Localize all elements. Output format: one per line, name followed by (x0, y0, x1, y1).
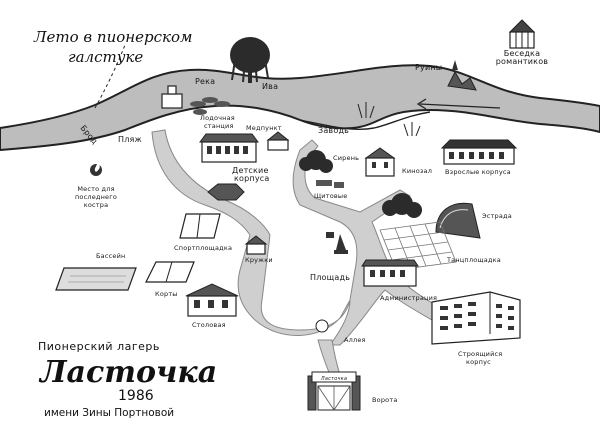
label-koster-1: Место для (77, 185, 114, 193)
label-detskie-2: корпуса (234, 174, 269, 183)
river-current-arrow (419, 103, 501, 109)
title-line-1: Лето в пионерском (33, 28, 192, 46)
label-basseyn: Бассейн (96, 252, 125, 260)
tennis-courts-icon (145, 261, 195, 283)
label-zavod: Заводь (318, 126, 349, 135)
construction-building-icon (431, 291, 521, 345)
shchitovye-icon (316, 180, 344, 188)
label-lodochnaya-2: станция (204, 122, 234, 130)
label-ruins: Руины (415, 63, 442, 72)
stage-tree-icon (382, 193, 422, 218)
gazebo-icon (508, 19, 536, 49)
gate-sign: Ласточка (320, 376, 347, 382)
pool-icon (55, 267, 137, 291)
monument-icon (326, 232, 348, 254)
label-estrada: Эстрада (482, 212, 512, 220)
boat-station-icon (161, 85, 230, 115)
willow-tree-icon (230, 37, 270, 83)
camp-line-1: Пионерский лагерь (38, 340, 160, 353)
flowerbed-icon (207, 183, 245, 201)
cinema-building-icon (364, 147, 396, 177)
label-koster-3: костра (84, 201, 109, 209)
label-lodochnaya-1: Лодочная (200, 114, 235, 122)
camp-line-2: имени Зины Портновой (44, 407, 174, 419)
lilac-tree-icon (299, 150, 333, 173)
label-ploshchad: Площадь (310, 273, 350, 282)
administration-building-icon (361, 259, 419, 287)
label-stolovaya: Столовая (192, 321, 226, 329)
camp-name: Ласточка (38, 355, 217, 390)
camp-year: 1986 (118, 388, 154, 404)
label-stroyashchiysya-1: Строящийся (458, 350, 502, 358)
label-siren: Сирень (333, 154, 359, 162)
medpunkt-building-icon (266, 131, 290, 151)
label-koster-2: последнего (75, 193, 117, 201)
label-korty: Корты (155, 290, 178, 298)
reeds-icon (357, 102, 421, 137)
label-besedka-2: романтиков (496, 57, 549, 66)
children-dorms-icon (199, 133, 259, 163)
label-vzroslye: Взрослые корпуса (445, 168, 511, 176)
label-reka: Река (195, 77, 215, 86)
stage-icon (435, 202, 481, 239)
campfire-icon (90, 160, 102, 176)
label-vorota: Ворота (372, 396, 398, 404)
label-plyazh: Пляж (118, 135, 142, 144)
label-stroyashchiysya-2: корпус (466, 358, 491, 366)
label-alleya: Аллея (344, 336, 366, 344)
label-administratsiya: Администрация (380, 294, 437, 302)
pioneer-emblem-icon (315, 319, 329, 333)
label-besedka-1: Беседка (504, 49, 540, 58)
label-iva: Ива (262, 82, 278, 91)
title-line-2: галстуке (68, 48, 143, 66)
gate-icon (307, 371, 361, 411)
clubs-building-icon (244, 235, 268, 255)
label-detskie-1: Детские (232, 166, 269, 175)
label-kinozal: Кинозал (402, 167, 432, 175)
adult-dorms-icon (440, 139, 518, 165)
canteen-building-icon (185, 283, 239, 317)
sports-ground-icon (179, 213, 221, 239)
label-medpunkt: Медпункт (246, 124, 282, 132)
label-shchitovye: Щитовые (314, 192, 347, 200)
label-tantsploshchadka: Танцплощадка (446, 256, 501, 264)
ruins-icon (447, 60, 477, 91)
label-sportploshchadka: Спортплощадка (174, 244, 232, 252)
label-kruzhki: Кружки (245, 256, 273, 264)
